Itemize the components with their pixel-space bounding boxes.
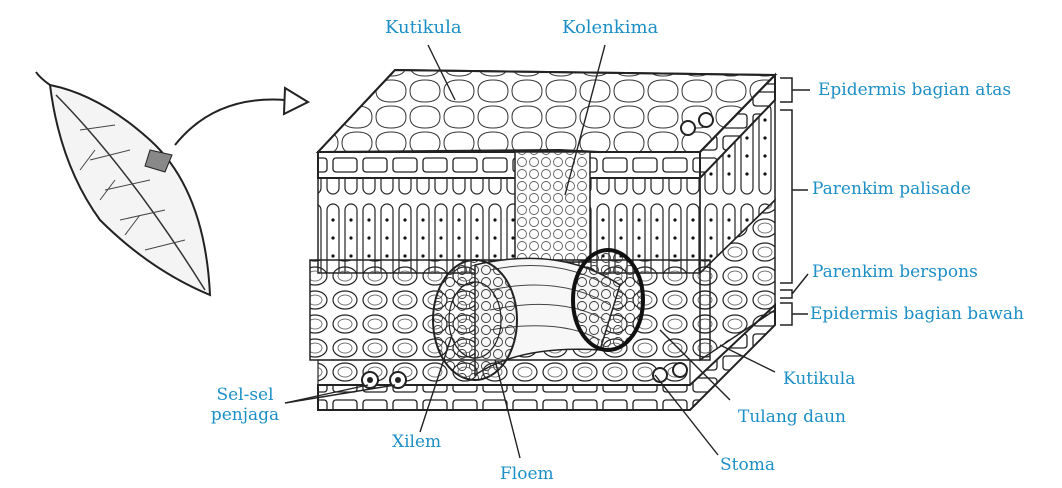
label-sel-sel-line1: Sel-sel bbox=[216, 385, 273, 405]
label-kutikula-top: Kutikula bbox=[385, 18, 462, 38]
label-kolenkima: Kolenkima bbox=[562, 18, 658, 38]
label-epidermis-bawah: Epidermis bagian bawah bbox=[810, 304, 1024, 324]
arrow-icon bbox=[175, 88, 308, 145]
label-kutikula-bottom: Kutikula bbox=[783, 369, 855, 389]
upper-surface bbox=[318, 70, 775, 152]
label-parenkim-berspons: Parenkim berspons bbox=[812, 262, 978, 282]
label-sel-sel-line2: penjaga bbox=[211, 405, 279, 425]
label-epidermis-atas: Epidermis bagian atas bbox=[818, 80, 1011, 100]
label-parenkim-palisade: Parenkim palisade bbox=[812, 179, 971, 199]
leaf-icon bbox=[36, 72, 210, 295]
layer-brackets bbox=[780, 78, 810, 325]
label-stoma: Stoma bbox=[720, 455, 775, 475]
label-sel-sel-penjaga: Sel-sel penjaga bbox=[195, 385, 295, 425]
label-tulang-daun: Tulang daun bbox=[738, 407, 846, 427]
label-floem: Floem bbox=[500, 464, 554, 484]
label-xilem: Xilem bbox=[392, 432, 441, 452]
